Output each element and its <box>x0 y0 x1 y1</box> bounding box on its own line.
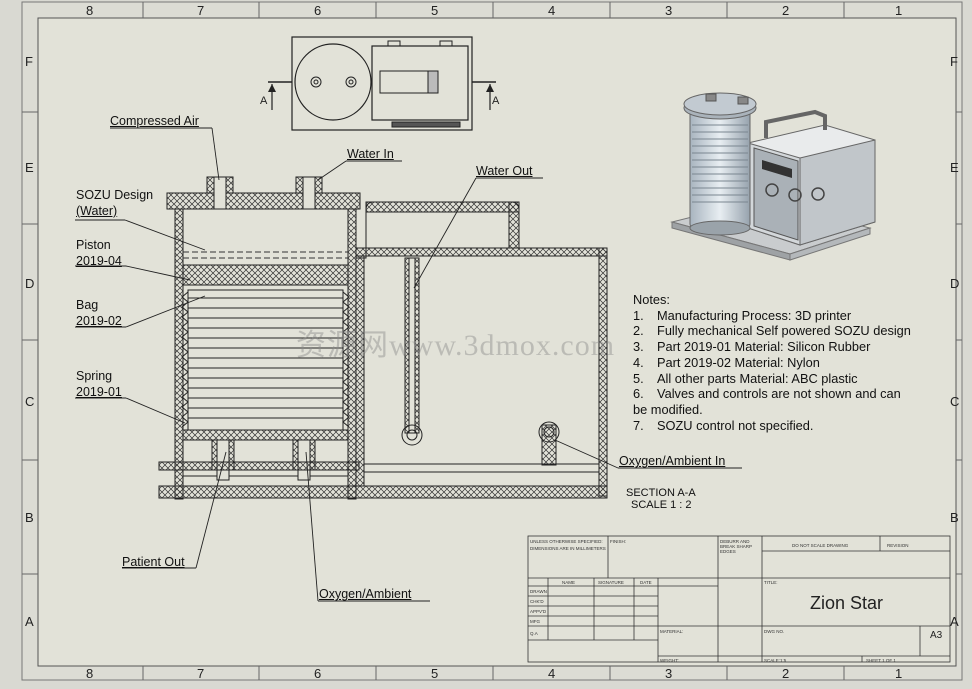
watermark: 资源网www.3dmox.com <box>296 329 616 362</box>
callout-bag-2: 2019-02 <box>76 314 122 328</box>
section-name: SECTION A-A <box>626 487 696 499</box>
callout-bag-1: Bag <box>76 298 99 312</box>
tb-signature: SIGNATURE <box>598 580 624 585</box>
section-label: SECTION A-A SCALE 1 : 2 <box>626 487 696 511</box>
section-scale: SCALE 1 : 2 <box>631 499 692 511</box>
zone-bottom-4: 4 <box>548 666 556 681</box>
zone-top-3: 3 <box>665 3 673 18</box>
zone-right-b: B <box>950 510 959 525</box>
tb-finish: FINISH: <box>610 539 627 544</box>
tb-material: MATERIAL: <box>660 629 684 634</box>
zone-top-1: 1 <box>895 3 903 18</box>
callout-spring-1: Spring <box>76 369 113 383</box>
zone-left-d: D <box>25 276 35 291</box>
iso-render <box>670 92 876 261</box>
zone-right-c: C <box>950 394 960 409</box>
callout-compressed-air: Compressed Air <box>110 114 199 128</box>
tb-sheet: SHEET 1 OF 1 <box>866 658 896 663</box>
callout-patient-out: Patient Out <box>122 555 185 569</box>
zone-bottom-8: 8 <box>86 666 94 681</box>
note-item: 3.Part 2019-01 Material: Silicon Rubber <box>633 339 871 355</box>
zone-bottom-7: 7 <box>197 666 205 681</box>
zone-right-f: F <box>950 54 958 69</box>
title-block-size: A3 <box>930 630 943 641</box>
callout-sozu-design-2: (Water) <box>76 204 118 218</box>
zone-left-a: A <box>25 614 34 629</box>
note-item: 5.All other parts Material: ABC plastic <box>633 370 858 386</box>
callout-water-in: Water In <box>347 147 394 161</box>
tb-drawn: DRAWN <box>530 589 547 594</box>
zone-top-8: 8 <box>86 3 94 18</box>
callout-oxygen-ambient: Oxygen/Ambient <box>319 587 412 601</box>
zone-top-4: 4 <box>548 3 556 18</box>
zone-right-d: D <box>950 276 960 291</box>
zone-left-c: C <box>25 394 35 409</box>
note-item: 2.Fully mechanical Self powered SOZU des… <box>633 323 911 339</box>
zone-bottom-6: 6 <box>314 666 322 681</box>
section-marker-left: A <box>260 95 268 107</box>
tb-date: DATE <box>640 580 652 585</box>
leader-lines <box>75 127 742 602</box>
zone-left-b: B <box>25 510 34 525</box>
tb-scale: SCALE:1:5 <box>764 658 787 663</box>
zone-ticks <box>22 2 962 680</box>
callout-oxygen-ambient-in: Oxygen/Ambient In <box>619 454 726 468</box>
note-item: 1.Manufacturing Process: 3D printer <box>633 307 852 323</box>
zone-right-e: E <box>950 160 959 175</box>
zone-bottom-3: 3 <box>665 666 673 681</box>
tb-title-label: TITLE: <box>764 580 778 585</box>
note-item: 6.Valves and controls are not shown and … <box>633 386 901 402</box>
callout-spring-2: 2019-01 <box>76 385 122 399</box>
inner-border <box>37 17 957 667</box>
tb-chkd: CHK'D <box>530 599 544 604</box>
zone-bottom-5: 5 <box>431 666 439 681</box>
notes-heading: Notes: <box>633 292 670 307</box>
zone-top-2: 2 <box>782 3 790 18</box>
note-item: 4.Part 2019-02 Material: Nylon <box>633 354 820 370</box>
callout-piston-1: Piston <box>76 238 111 252</box>
tb-mfg: MFG <box>530 619 540 624</box>
zone-top-5: 5 <box>431 3 439 18</box>
zone-left-e: E <box>25 160 34 175</box>
zone-top-6: 6 <box>314 3 322 18</box>
tb-noscale: DO NOT SCALE DRAWING <box>792 543 849 548</box>
tb-deburr: DEBURR AND BREAK SHARP EDGES <box>720 539 752 554</box>
callout-sozu-design-1: SOZU Design <box>76 188 154 202</box>
tb-revision: REVISION <box>887 543 909 548</box>
title-block-title: Zion Star <box>810 593 884 613</box>
callout-water-out: Water Out <box>476 164 533 178</box>
tb-name: NAME <box>562 580 576 585</box>
zone-top-7: 7 <box>197 3 205 18</box>
tb-appvd: APPV'D <box>530 609 547 614</box>
zone-right-a: A <box>950 614 959 629</box>
callout-piston-2: 2019-04 <box>76 254 122 268</box>
section-marker-right: A <box>492 95 500 107</box>
tb-qa: Q.A <box>530 631 538 636</box>
tb-dwgno: DWG NO. <box>764 629 785 634</box>
zone-bottom-2: 2 <box>782 666 790 681</box>
top-view <box>268 36 496 131</box>
tb-unless: UNLESS OTHERWISE SPECIFIED: <box>530 539 603 544</box>
notes-block: Notes: 1.Manufacturing Process: 3D print… <box>633 292 943 433</box>
tb-weight: WEIGHT: <box>660 658 679 663</box>
section-view <box>158 176 608 500</box>
note-item: 7.SOZU control not specified. <box>633 417 814 433</box>
zone-bottom-1: 1 <box>895 666 903 681</box>
zone-left-f: F <box>25 54 33 69</box>
title-block-lines <box>527 535 951 663</box>
tb-dims: DIMENSIONS ARE IN MILLIMETERS <box>530 546 606 551</box>
note-item: be modified. <box>633 401 703 417</box>
